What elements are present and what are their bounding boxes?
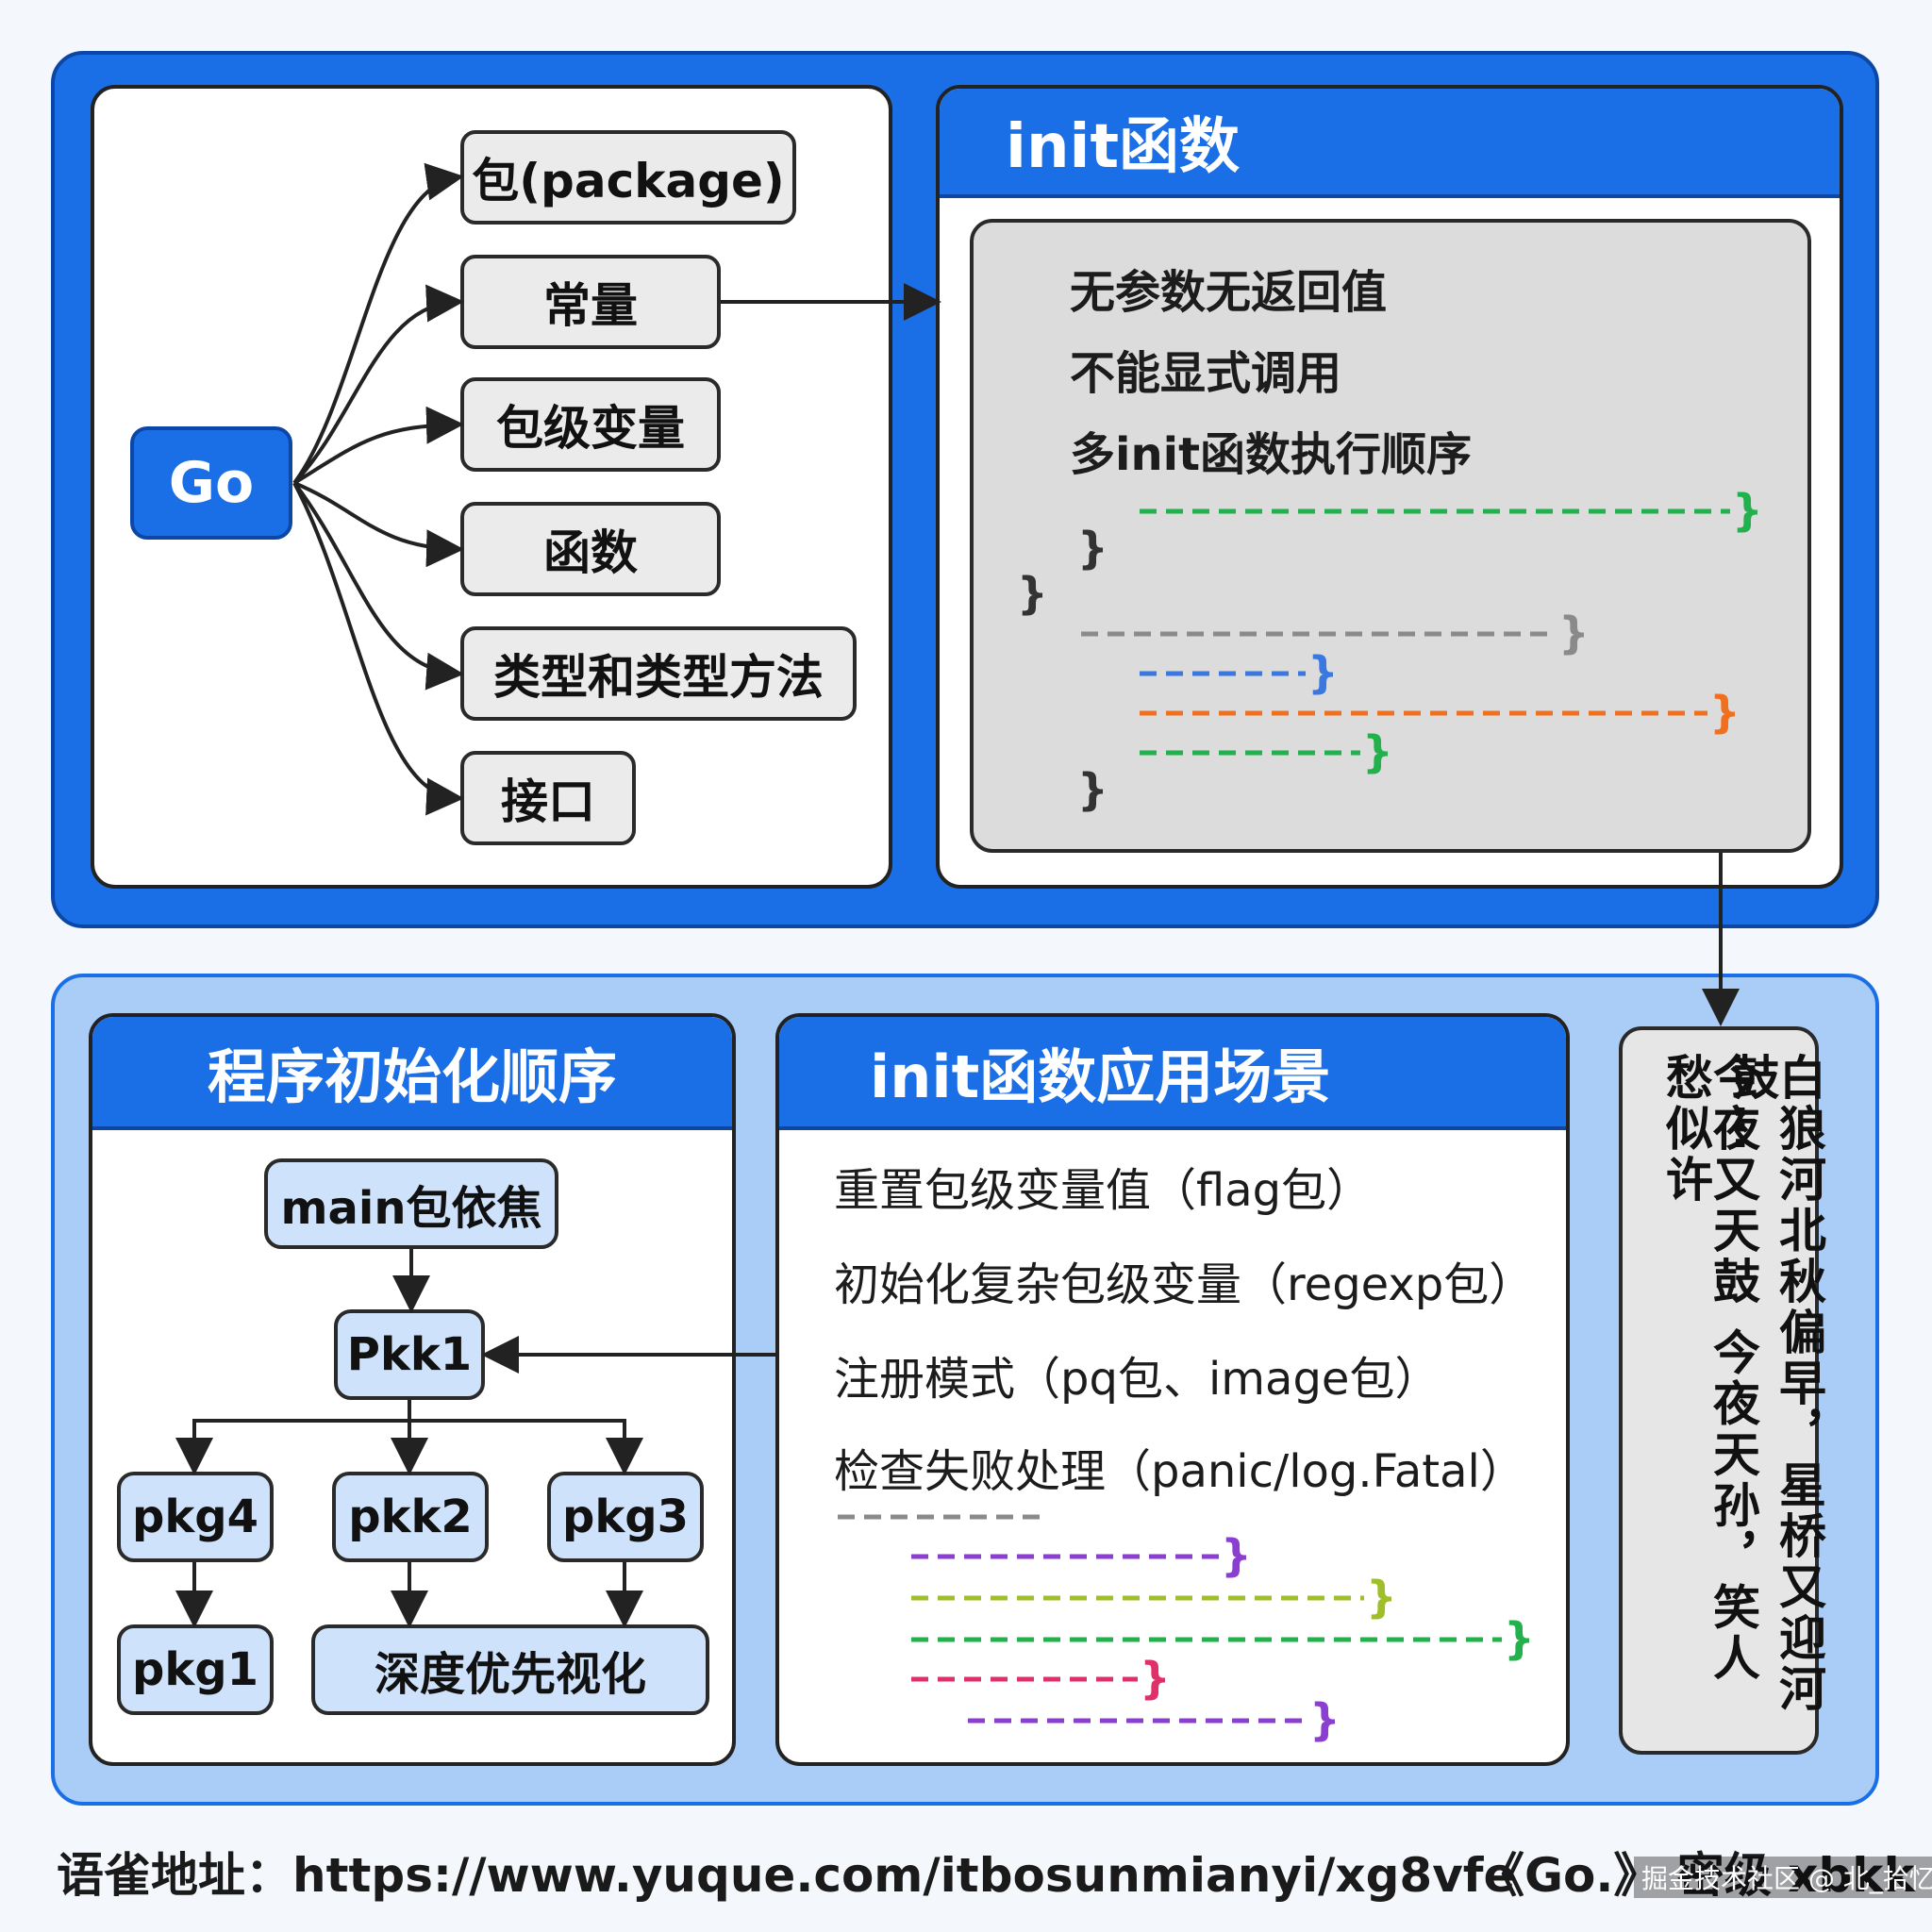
go-item-functions: 函数 [460,502,721,596]
footer-book: 《Go.》 密级 xbkk [1477,1848,1915,1903]
edge-pkk1-pkg3 [409,1419,643,1475]
init-brace: } [1017,568,1048,619]
edge-go-vars [292,406,464,485]
node-label: 深度优先视化 [374,1648,646,1701]
usage-item-4: 检查失败处理（panic/log.Fatal） [834,1445,1525,1498]
init-brace: } [1077,764,1108,815]
node-label: Pkk1 [346,1328,473,1381]
go-item-label: 函数 [543,525,638,580]
node-label: pkg4 [131,1491,259,1543]
order-title-bar: 程序初始化顺序 [92,1017,732,1130]
node-pkg3: pkg3 [547,1472,704,1562]
poem-left-column: 今夜又天鼓 今夜天孙，笑人愁似许 [1658,1053,1760,1685]
node-dfs: 深度优先视化 [311,1624,709,1715]
init-brace: } [1362,726,1393,777]
init-line-3: 多init函数执行顺序 [1070,428,1473,481]
poem-right-column: 白狼河北秋偏早，星桥又迎河鼓… [1724,1053,1826,1715]
go-item-label: 包级变量 [496,401,685,456]
usage-item-1: 重置包级变量值（flag包） [834,1164,1373,1217]
usage-item-2: 初始化复杂包级变量（regexp包） [834,1258,1535,1311]
init-line-2: 不能显式调用 [1070,347,1342,400]
poem-box [1619,1026,1819,1755]
edge-pkk1-pkg4 [175,1400,411,1475]
go-item-label: 类型和类型方法 [493,650,824,705]
usage-brace: } [1504,1613,1535,1664]
usage-title: init函数应用场景 [870,1042,1331,1111]
edge-go-types [292,481,464,691]
go-item-types: 类型和类型方法 [460,626,857,721]
init-line-1: 无参数无返回值 [1070,266,1388,319]
go-item-constants: 常量 [460,255,721,349]
node-pkg1: pkg1 [117,1624,274,1715]
init-brace: } [1307,647,1339,698]
node-label: pkk2 [348,1491,473,1543]
node-pkk2: pkk2 [332,1472,489,1562]
init-brace: } [1077,523,1108,574]
init-brace: } [1709,687,1740,738]
go-item-interfaces: 接口 [460,751,636,845]
usage-item-3: 注册模式（pq包、image包） [834,1353,1441,1406]
go-item-package: 包(package) [460,130,796,225]
footer-address: 语雀地址：https://www.yuque.com/itbosunmianyi… [57,1848,1516,1903]
footer-watermark: 掘金技术社区 @ 北_拾忆 [1634,1857,1932,1898]
usage-brace: } [1140,1653,1171,1704]
usage-title-bar: init函数应用场景 [779,1017,1566,1130]
node-label: pkg1 [131,1643,259,1696]
usage-brace: } [1221,1530,1252,1581]
init-code-area [970,219,1811,853]
edge-go-functions [293,481,464,568]
order-title: 程序初始化顺序 [207,1042,617,1111]
go-root-label: Go [168,450,255,516]
node-main: main包依焦 [264,1158,558,1249]
go-item-label: 常量 [543,278,638,333]
go-root-node: Go [130,426,292,540]
edge-go-package [292,162,464,485]
edge-go-interfaces [292,482,464,816]
usage-brace: } [1309,1694,1341,1745]
node-label: main包依焦 [280,1182,542,1235]
init-brace: } [1558,608,1590,658]
go-item-package-vars: 包级变量 [460,377,721,472]
node-label: pkg3 [561,1491,690,1543]
usage-brace: } [1366,1572,1397,1623]
usage-box: init函数应用场景 [775,1013,1570,1766]
go-item-label: 接口 [501,774,595,829]
edge-go-constants [292,284,464,485]
init-brace: } [1732,485,1763,536]
init-title: init函数 [1006,112,1241,182]
go-item-label: 包(package) [472,154,785,208]
init-title-bar: init函数 [940,89,1840,198]
